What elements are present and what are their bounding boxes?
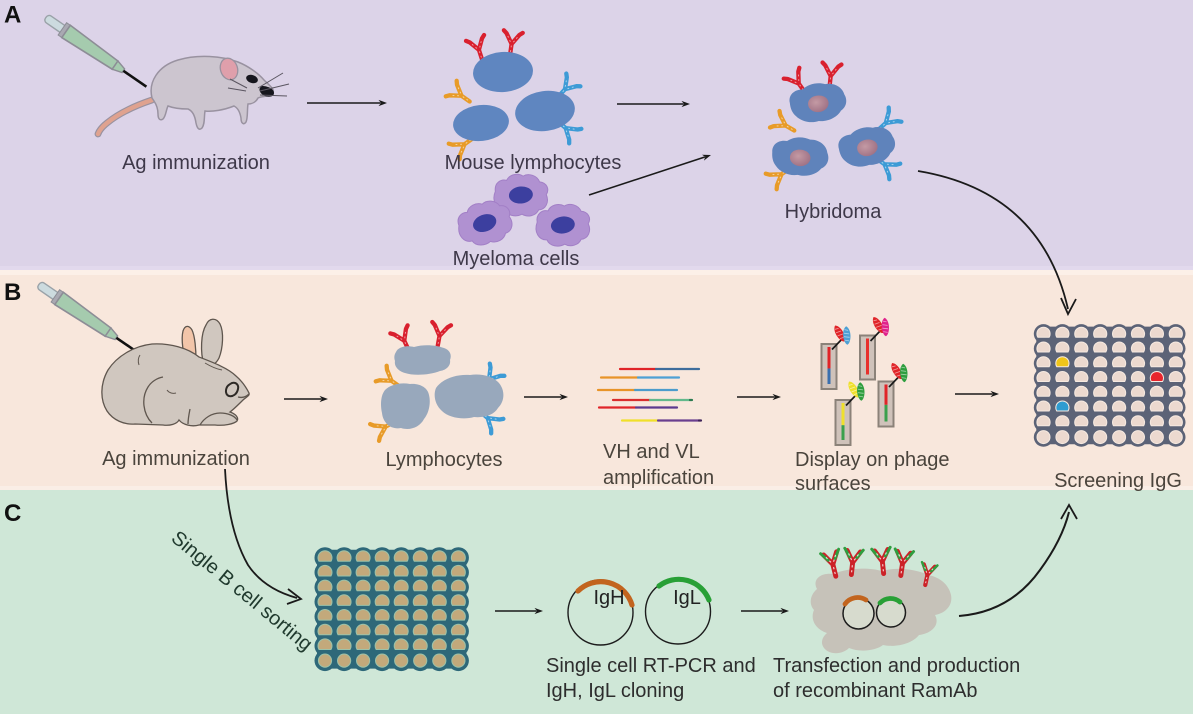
- svg-text:amplification: amplification: [603, 467, 714, 489]
- svg-text:of recombinant RamAb: of recombinant RamAb: [773, 680, 978, 702]
- svg-text:Myeloma cells: Myeloma cells: [453, 248, 580, 270]
- svg-text:C: C: [4, 500, 21, 527]
- svg-text:surfaces: surfaces: [795, 473, 871, 495]
- svg-text:A: A: [4, 2, 21, 29]
- svg-text:Transfection and production: Transfection and production: [773, 655, 1020, 677]
- svg-text:IgH, IgL cloning: IgH, IgL cloning: [546, 680, 684, 702]
- svg-text:Ag immunization: Ag immunization: [102, 448, 250, 470]
- svg-text:Display on phage: Display on phage: [795, 449, 950, 471]
- svg-text:Screening IgG: Screening IgG: [1054, 470, 1182, 492]
- svg-text:Mouse lymphocytes: Mouse lymphocytes: [445, 152, 622, 174]
- svg-text:Ag immunization: Ag immunization: [122, 152, 270, 174]
- svg-text:B: B: [4, 279, 21, 306]
- svg-text:Single cell RT-PCR and: Single cell RT-PCR and: [546, 655, 756, 677]
- svg-text:Hybridoma: Hybridoma: [785, 201, 883, 223]
- svg-text:IgH: IgH: [593, 587, 624, 609]
- svg-text:Lymphocytes: Lymphocytes: [385, 449, 502, 471]
- svg-text:IgL: IgL: [673, 587, 701, 609]
- svg-text:VH and VL: VH and VL: [603, 441, 700, 463]
